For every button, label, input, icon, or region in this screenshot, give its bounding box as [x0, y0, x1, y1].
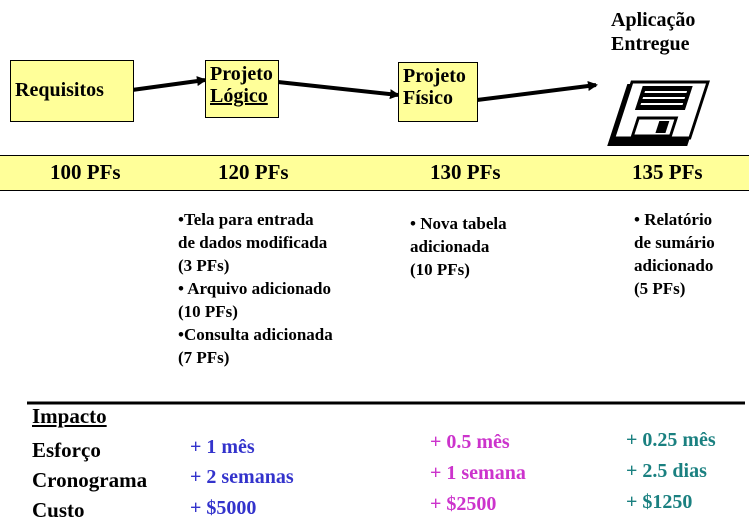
stage-fisico-line2: Físico	[403, 87, 453, 109]
stage-aplicacao-entregue: Aplicação Entregue	[611, 8, 695, 56]
stage-requisitos-label: Requisitos	[15, 79, 104, 101]
pf-value-1: 100 PFs	[50, 160, 121, 184]
change-notes-fisico: • Nova tabela adicionada (10 PFs)	[410, 214, 507, 279]
impact-logico-custo: + $5000	[190, 497, 257, 519]
impact-label-esforco: Esforço	[32, 438, 101, 462]
impact-title: Impacto	[32, 404, 107, 428]
stage-fisico-line1: Projeto	[403, 65, 466, 87]
impact-label-custo: Custo	[32, 498, 85, 522]
floppy-disk-icon	[607, 80, 710, 146]
change-notes-entregue: • Relatório de sumário adicionado (5 PFs…	[634, 210, 715, 298]
stage-aplicacao-line2: Entregue	[611, 33, 690, 55]
impact-logico-cronograma: + 2 semanas	[190, 466, 294, 488]
impact-fisico-cronograma: + 1 semana	[430, 462, 526, 484]
impact-entregue-custo: + $1250	[626, 491, 693, 513]
impact-entregue-esforco: + 0.25 mês	[626, 429, 716, 451]
stage-logico-line1: Projeto	[210, 63, 273, 85]
stage-logico-line2: Lógico	[210, 85, 268, 107]
pf-value-4: 135 PFs	[632, 160, 703, 184]
arrow-requisitos-to-logico	[131, 76, 207, 92]
change-notes-logico: •Tela para entrada de dados modificada (…	[178, 210, 333, 367]
pf-value-3: 130 PFs	[430, 160, 501, 184]
pf-band	[0, 155, 749, 191]
arrow-logico-to-fisico	[277, 80, 400, 100]
stage-requisitos: Requisitos	[10, 60, 134, 122]
stage-projeto-logico: Projeto Lógico	[205, 60, 279, 118]
arrow-fisico-to-entregue	[476, 81, 598, 102]
stage-projeto-fisico: Projeto Físico	[398, 62, 478, 122]
stage-aplicacao-line1: Aplicação	[611, 9, 696, 31]
pf-value-2: 120 PFs	[218, 160, 289, 184]
impact-fisico-custo: + $2500	[430, 493, 497, 515]
impact-entregue-cronograma: + 2.5 dias	[626, 460, 707, 482]
impact-logico-esforco: + 1 mês	[190, 436, 255, 458]
impact-label-cronograma: Cronograma	[32, 468, 148, 492]
impact-fisico-esforco: + 0.5 mês	[430, 431, 510, 453]
